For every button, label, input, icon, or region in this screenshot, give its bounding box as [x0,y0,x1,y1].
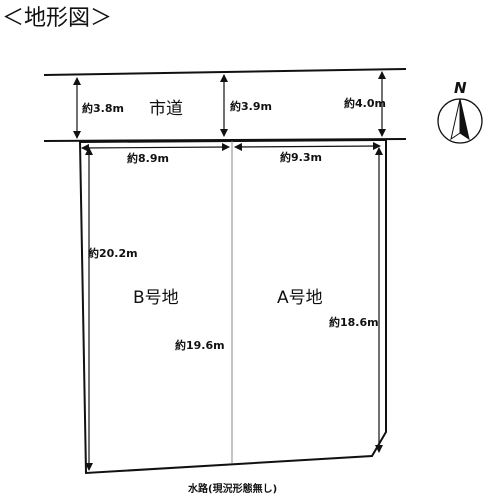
lot-b-frontage-arrow [81,143,230,152]
lot-a-frontage-label: 約9.3m [280,150,322,164]
lot-a-frontage-arrow [234,142,381,151]
north-label: N [454,79,467,97]
road-width-left-label: 約3.8m [82,101,124,115]
road-width-right-label: 約4.0m [344,96,386,110]
road-width-mid-label: 約3.9m [230,99,272,113]
lot-b-frontage-label: 約8.9m [127,151,169,165]
lot-b-depth-left-label: 約20.2m [88,246,138,260]
lot-b-label: B号地 [133,288,179,308]
lot-a-depth-right-label: 約18.6m [329,315,379,329]
road-top-edge [43,68,407,76]
lot-outline [78,138,387,475]
waterway-label: 水路(現況形態無し) [187,482,277,495]
road-label: 市道 [149,99,183,119]
lot-b-depth-right-label: 約19.6m [175,338,225,352]
lot-a-label: A号地 [277,288,323,308]
page-title: ＜地形図＞ [2,6,113,31]
north-arrow-icon [437,98,483,144]
